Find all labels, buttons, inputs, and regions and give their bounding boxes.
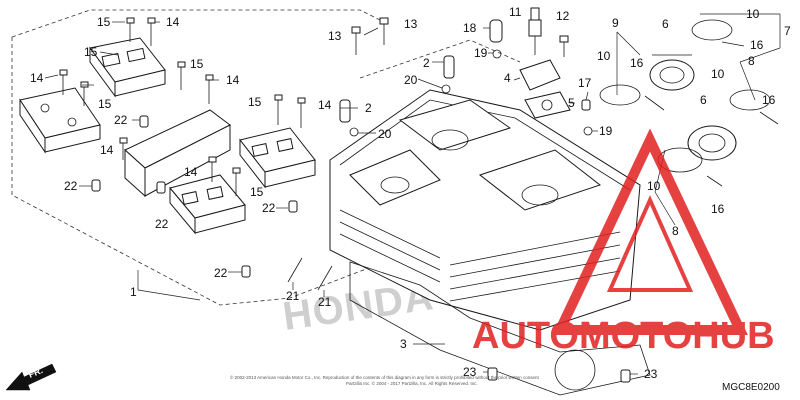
label-12: 12 (556, 9, 570, 23)
gasket-dowels (487, 367, 631, 383)
label-16: 16 (630, 56, 644, 70)
automotohub-logo: AUTOMOTOHUB (472, 128, 775, 357)
label-3: 3 (400, 337, 407, 351)
clamp-screws-16 (644, 41, 779, 187)
cover-5 (524, 91, 571, 119)
label-6: 6 (700, 93, 707, 107)
label-10: 10 (746, 7, 760, 21)
label-19: 19 (474, 46, 488, 60)
bolt-12 (559, 35, 569, 57)
label-14: 14 (30, 71, 44, 85)
label-2: 2 (423, 56, 430, 70)
plug-17 (581, 99, 591, 111)
label-15: 15 (248, 95, 262, 109)
label-21: 21 (318, 295, 332, 309)
cylinder-head-gasket (349, 261, 651, 396)
dowel-pins (91, 115, 298, 278)
label-7: 7 (784, 24, 791, 38)
label-2: 2 (365, 101, 372, 115)
label-20: 20 (404, 73, 418, 87)
holder-bolts (59, 17, 306, 196)
label-6: 6 (662, 17, 669, 31)
svg-text:AUTOMOTOHUB: AUTOMOTOHUB (472, 315, 775, 357)
label-14: 14 (184, 165, 198, 179)
label-14: 14 (226, 73, 240, 87)
label-16: 16 (711, 202, 725, 216)
label-17: 17 (578, 76, 592, 90)
label-22: 22 (214, 266, 228, 280)
label-16: 16 (762, 93, 776, 107)
label-22: 22 (262, 201, 276, 215)
washer-19b (583, 126, 593, 136)
front-direction-arrow: FR. (5, 363, 57, 391)
label-13: 13 (404, 17, 418, 31)
washer-19a (492, 49, 502, 59)
label-16: 16 (750, 38, 764, 52)
hose-clamps (599, 19, 771, 173)
label-15: 15 (84, 45, 98, 59)
o-rings-20 (349, 84, 451, 137)
svg-text:Partzilla Inc. © 2004 - 2017 P: Partzilla Inc. © 2004 - 2017 Partzilla, … (346, 380, 478, 386)
label-15: 15 (97, 15, 111, 29)
leader-lines (44, 13, 781, 375)
insulators-2 (339, 55, 455, 123)
camshaft-holder-upper (89, 37, 166, 98)
head-bolts-13 (351, 17, 389, 55)
camshaft-holder-mid (239, 127, 316, 189)
label-5: 5 (568, 96, 575, 110)
svg-text:© 2002-2013 American Honda Mot: © 2002-2013 American Honda Motor Co., In… (230, 374, 539, 380)
label-14: 14 (166, 15, 180, 29)
label-9: 9 (612, 16, 619, 30)
spark-plug-11 (528, 7, 542, 55)
label-23: 23 (463, 365, 477, 379)
label-14: 14 (100, 143, 114, 157)
label-15: 15 (250, 185, 264, 199)
label-4: 4 (504, 71, 511, 85)
intake-insulator-lower (687, 125, 737, 161)
label-19: 19 (599, 124, 613, 138)
label-11: 11 (509, 5, 522, 19)
intake-insulator-upper (649, 54, 695, 91)
label-15: 15 (98, 97, 112, 111)
label-10: 10 (711, 67, 725, 81)
stud-bolts (287, 257, 333, 291)
label-8: 8 (748, 54, 755, 68)
label-23: 23 (644, 367, 658, 381)
label-10: 10 (647, 179, 661, 193)
diagram-code: MGC8E0200 (722, 382, 780, 393)
label-10: 10 (597, 49, 611, 63)
label-18: 18 (463, 21, 477, 35)
bracket-4 (519, 59, 561, 91)
label-22: 22 (155, 217, 169, 231)
label-20: 20 (378, 127, 392, 141)
label-15: 15 (190, 57, 204, 71)
camshaft-holder-left (19, 87, 101, 154)
label-21: 21 (286, 289, 300, 303)
label-8: 8 (672, 224, 679, 238)
part-labels: 15 14 15 15 14 15 14 22 14 22 22 15 14 1… (30, 5, 791, 381)
label-22: 22 (64, 179, 78, 193)
label-13: 13 (328, 29, 342, 43)
label-22: 22 (114, 113, 128, 127)
cylinder-head (329, 89, 641, 331)
copyright-notice: © 2002-2013 American Honda Motor Co., In… (230, 374, 539, 386)
label-1: 1 (130, 285, 137, 299)
assembly-outline (11, 9, 521, 306)
camshaft-holder-lower (169, 174, 246, 235)
spark-plug-cap-18 (489, 19, 503, 43)
label-14: 14 (318, 98, 332, 112)
camshaft-holder-center (124, 109, 231, 198)
